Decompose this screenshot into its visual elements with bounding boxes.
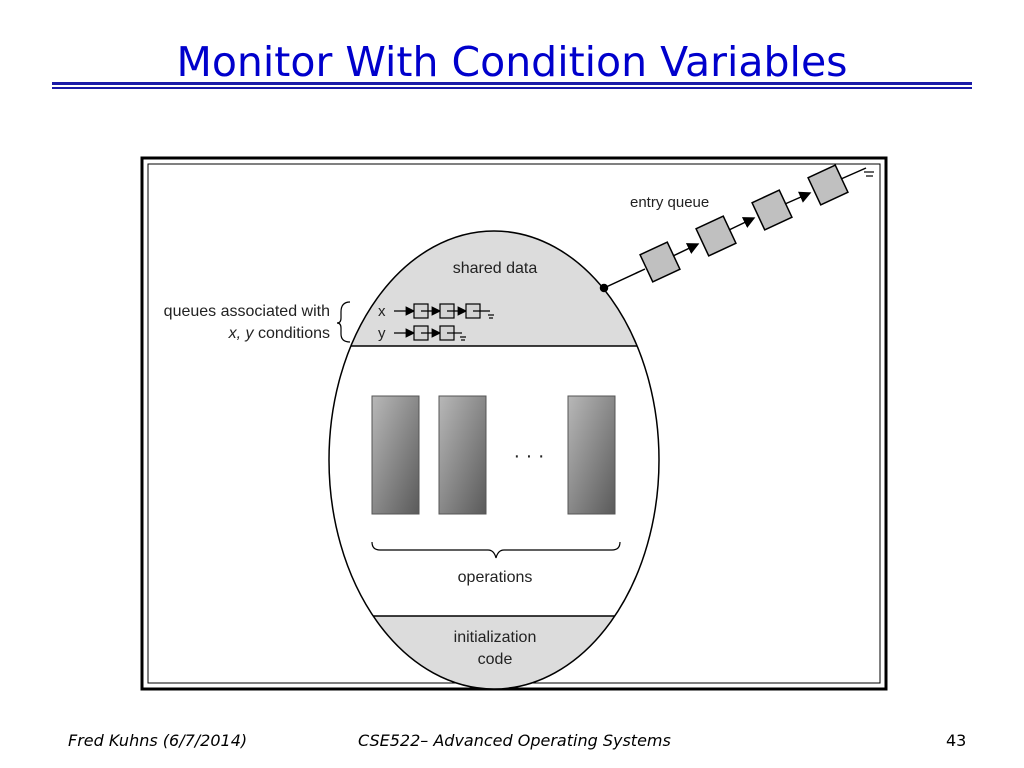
operations-brace bbox=[371, 541, 621, 559]
shared-data-label: shared data bbox=[453, 260, 538, 277]
footer-course: CSE522– Advanced Operating Systems bbox=[358, 731, 671, 750]
operations-label: operations bbox=[458, 569, 533, 586]
entry-queue-label: entry queue bbox=[630, 194, 709, 211]
queues-label-conditions: conditions bbox=[254, 325, 331, 342]
condition-y-label: y bbox=[378, 325, 386, 342]
queues-label-xy: x, y bbox=[228, 325, 255, 342]
queues-label-line2: x, y conditions bbox=[228, 325, 330, 342]
monitor-oval bbox=[328, 230, 660, 690]
footer-page-number: 43 bbox=[946, 731, 967, 750]
initialization-label-line2: code bbox=[478, 651, 513, 668]
operation-box-1 bbox=[371, 395, 420, 515]
operations-ellipsis: · · · bbox=[513, 445, 544, 467]
queues-label-line1: queues associated with bbox=[164, 303, 330, 320]
condition-y-queue bbox=[394, 325, 466, 341]
initialization-label-line1: initialization bbox=[454, 629, 537, 646]
title-underline-thin bbox=[52, 87, 972, 89]
queues-brace bbox=[336, 301, 351, 343]
operation-box-2 bbox=[438, 395, 487, 515]
operation-box-3 bbox=[567, 395, 616, 515]
condition-x-label: x bbox=[378, 303, 386, 320]
title-underline bbox=[52, 82, 972, 85]
slide-title: Monitor With Condition Variables bbox=[176, 38, 848, 86]
entry-queue bbox=[599, 164, 874, 293]
condition-x-queue bbox=[394, 303, 494, 319]
footer-author: Fred Kuhns (6/7/2014) bbox=[68, 731, 248, 750]
